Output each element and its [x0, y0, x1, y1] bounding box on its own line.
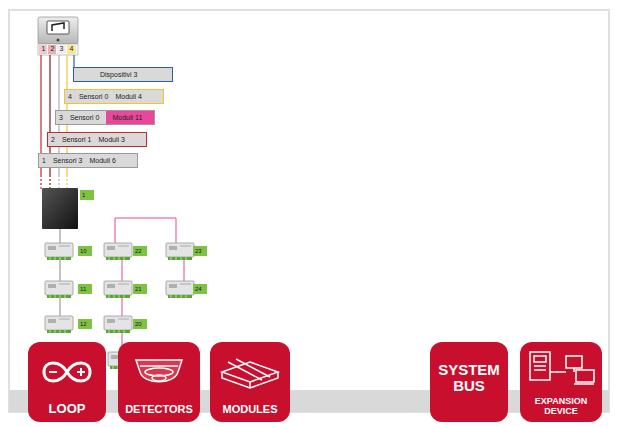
loop-summary-box: 1 Sensori 3 Moduli 6 — [38, 153, 138, 168]
detector-icon — [136, 360, 182, 382]
loop-summary-box: 3 Sensori 0 Moduli 11 — [55, 110, 155, 125]
address-number: 21 — [135, 286, 142, 292]
address-number: 1 — [82, 192, 85, 198]
loop-icon — [44, 363, 90, 381]
address-tag: 21 — [133, 284, 147, 294]
address-tag: 20 — [133, 319, 147, 329]
address-number: 23 — [195, 248, 202, 254]
category-button: SYSTEM BUS — [430, 342, 508, 422]
button-label: LOOP — [49, 402, 86, 416]
address-tag: 10 — [78, 246, 92, 256]
box-text: Moduli 3 — [98, 136, 124, 143]
port-number: 2 — [48, 44, 57, 54]
button-label: EXPANSION DEVICE — [524, 397, 598, 416]
address-number: 20 — [135, 321, 142, 327]
address-number: 22 — [135, 248, 142, 254]
box-text: Sensori 0 — [79, 93, 109, 100]
box-text: 3 — [59, 114, 63, 121]
box-text: Moduli 6 — [89, 157, 115, 164]
loop-summary-box: 4 Sensori 0 Moduli 4 — [64, 89, 164, 104]
expansion-panel-icon — [42, 188, 78, 229]
port-number: 3 — [57, 44, 66, 54]
device-count-box: Dispositivi 3 — [73, 67, 173, 82]
address-number: 10 — [80, 248, 87, 254]
box-text: Moduli 4 — [115, 93, 141, 100]
box-text: Moduli 11 — [106, 111, 154, 124]
box-text: Sensori 1 — [62, 136, 92, 143]
button-label: DETECTORS — [125, 404, 193, 416]
address-number: 12 — [80, 321, 87, 327]
module-wiring — [60, 218, 184, 352]
box-text: 4 — [68, 93, 72, 100]
port-number: 1 — [39, 44, 48, 54]
address-tag: 23 — [193, 246, 207, 256]
address-tag: 1 — [80, 190, 94, 200]
port-number: 4 — [67, 44, 76, 54]
control-unit-icon — [38, 17, 78, 55]
category-button: LOOP — [28, 342, 106, 422]
button-label: MODULES — [223, 404, 278, 416]
category-button: EXPANSION DEVICE — [520, 342, 602, 422]
box-text: 1 — [42, 157, 46, 164]
address-tag: 22 — [133, 246, 147, 256]
address-number: 11 — [80, 286, 86, 292]
button-label: SYSTEM BUS — [434, 362, 504, 394]
address-tag: 11 — [78, 284, 92, 294]
expansion-device-icon — [530, 352, 594, 384]
box-text: 2 — [51, 136, 55, 143]
address-tag: 24 — [193, 284, 207, 294]
category-button: DETECTORS — [118, 342, 200, 422]
category-button: MODULES — [210, 342, 290, 422]
address-tag: 12 — [78, 319, 92, 329]
box-text: Dispositivi 3 — [100, 71, 137, 78]
module-box-icon — [222, 359, 278, 388]
category-buttons — [28, 342, 602, 422]
box-text: Sensori 0 — [70, 114, 100, 121]
box-text: Sensori 3 — [53, 157, 83, 164]
address-number: 24 — [195, 286, 202, 292]
loop-summary-box: 2 Sensori 1 Moduli 3 — [47, 132, 147, 147]
